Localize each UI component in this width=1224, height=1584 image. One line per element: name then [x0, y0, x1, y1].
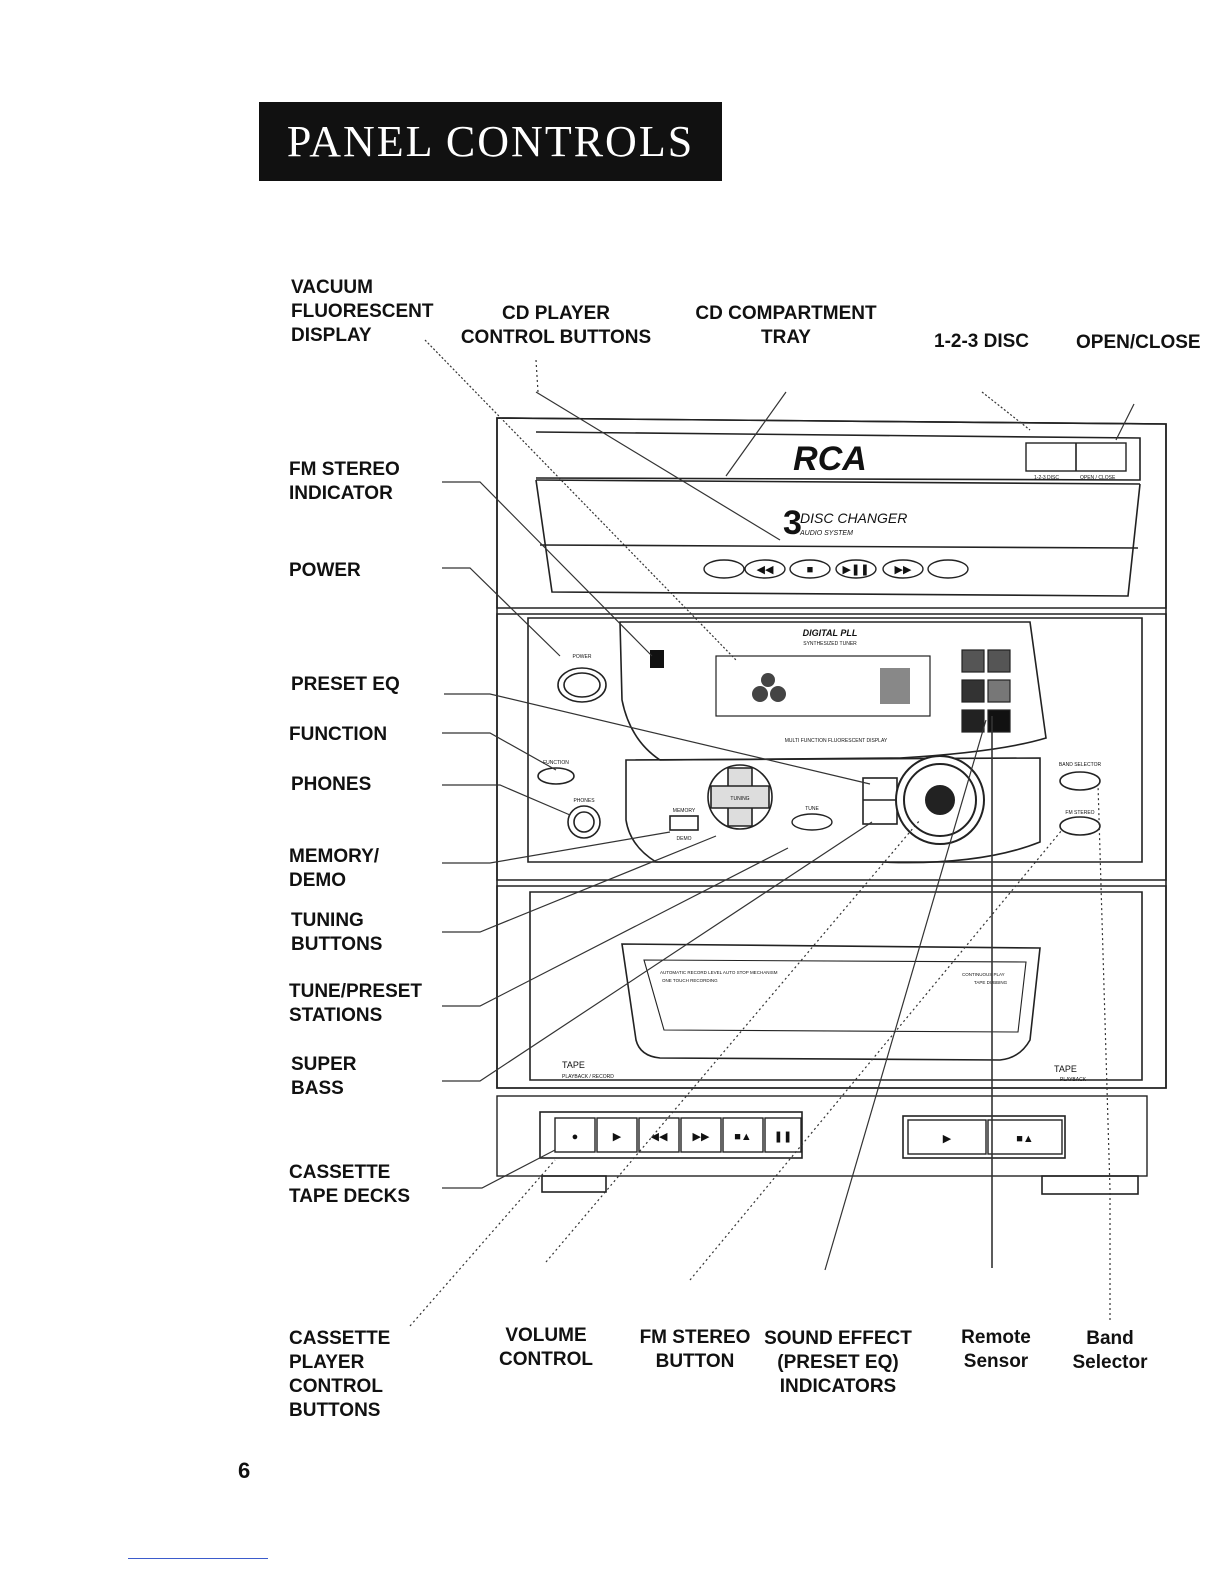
svg-text:▶❚❚: ▶❚❚ — [843, 564, 870, 576]
tape2-sub-text: PLAYBACK — [1060, 1077, 1087, 1083]
tune-preset-button — [791, 813, 833, 831]
power-text: POWER — [573, 654, 592, 660]
svg-text:▶: ▶ — [613, 1131, 622, 1143]
tuning-text: TUNING — [730, 796, 749, 802]
svg-text:■: ■ — [807, 564, 814, 576]
svg-text:■▲: ■▲ — [1016, 1133, 1034, 1145]
footer-rule — [128, 1558, 268, 1559]
label-fm-stereo-indicator: FM STEREO INDICATOR — [289, 459, 400, 504]
deck2-buttons — [907, 1119, 1063, 1155]
band-selector-button — [1059, 771, 1101, 791]
deck-text-2: ONE TOUCH RECORDING — [662, 978, 718, 983]
disc-btn-text: 1-2-3 DISC — [1034, 475, 1059, 481]
band-selector-text: BAND SELECTOR — [1059, 762, 1102, 768]
label-cd-player-controls: CD PLAYER CONTROL BUTTONS — [460, 303, 652, 348]
label-tuning-buttons: TUNING BUTTONS — [291, 910, 383, 955]
function-text: FUNCTION — [543, 760, 569, 766]
tape1-text: TAPE — [562, 1060, 585, 1070]
digital-pll-text: DIGITAL PLL — [803, 628, 858, 638]
svg-text:■▲: ■▲ — [734, 1131, 752, 1143]
label-phones: PHONES — [291, 774, 372, 795]
function-button — [537, 767, 575, 785]
deck-text-4: TAPE DUBBING — [974, 980, 1008, 985]
cd-control-buttons — [703, 559, 969, 579]
page-number: 6 — [238, 1458, 251, 1483]
tape2-text: TAPE — [1054, 1064, 1077, 1074]
audio-system-text: AUDIO SYSTEM — [799, 530, 853, 537]
label-remote-sensor: Remote Sensor — [961, 1327, 1031, 1372]
tuner-section — [496, 613, 1167, 881]
label-volume-control: VOLUME CONTROL — [499, 1325, 593, 1370]
open-close-btn-text: OPEN / CLOSE — [1080, 475, 1116, 481]
svg-text:◀◀: ◀◀ — [651, 1131, 668, 1143]
label-cd-tray: CD COMPARTMENT TRAY — [695, 303, 877, 348]
label-super-bass: SUPER BASS — [291, 1054, 357, 1099]
label-tune-preset: TUNE/PRESET STATIONS — [289, 981, 423, 1026]
svg-text:3: 3 — [783, 504, 802, 542]
volume-knob — [895, 755, 985, 845]
leader-lines — [409, 339, 1135, 1327]
label-power: POWER — [289, 560, 361, 581]
svg-text:❚❚: ❚❚ — [774, 1131, 792, 1143]
label-preset-eq: PRESET EQ — [291, 674, 400, 695]
deck-text-1: AUTOMATIC RECORD LEVEL AUTO STOP MECHANI… — [660, 970, 778, 975]
deck-text-3: CONTINUOUS PLAY — [962, 972, 1005, 977]
multi-display-text: MULTI FUNCTION FLUORESCENT DISPLAY — [785, 738, 888, 744]
phones-text: PHONES — [573, 798, 595, 804]
tuning-buttons — [707, 764, 773, 830]
label-fm-stereo-button: FM STEREO BUTTON — [639, 1327, 751, 1372]
disc-changer-text: DISC CHANGER — [800, 510, 907, 526]
cassette-section — [496, 885, 1167, 1089]
svg-text:▶▶: ▶▶ — [693, 1131, 710, 1143]
svg-text:◀◀: ◀◀ — [757, 564, 774, 576]
memory-text: MEMORY — [673, 808, 696, 814]
fm-stereo-button — [1059, 816, 1101, 836]
label-function: FUNCTION — [289, 724, 388, 745]
fm-stereo-text: FM STEREO — [1065, 810, 1094, 816]
synth-tuner-text: SYNTHESIZED TUNER — [803, 641, 857, 647]
fm-stereo-indicator-lamp — [650, 650, 664, 668]
svg-text:▶▶: ▶▶ — [895, 564, 912, 576]
page-title: PANEL CONTROLS — [286, 117, 695, 166]
demo-text: DEMO — [677, 836, 692, 842]
memory-button — [669, 815, 699, 831]
deck1-buttons — [554, 1117, 802, 1153]
tape1-sub-text: PLAYBACK / RECORD — [562, 1074, 614, 1080]
cd-section — [496, 417, 1167, 609]
svg-text:▶: ▶ — [943, 1133, 952, 1145]
label-disc-123: 1-2-3 DISC — [934, 331, 1030, 352]
label-memory-demo: MEMORY/ DEMO — [289, 846, 380, 891]
brand-logo: RCA — [793, 440, 867, 478]
label-cassette-decks: CASSETTE TAPE DECKS — [289, 1162, 411, 1207]
tune-text: TUNE — [805, 806, 819, 812]
label-cassette-player-controls: CASSETTE PLAYER CONTROL BUTTONS — [289, 1328, 391, 1421]
preset-eq-button — [862, 777, 898, 825]
label-vacuum-display: VACUUM FLUORESCENT DISPLAY — [291, 277, 434, 346]
label-band-selector: Band Selector — [1072, 1328, 1148, 1373]
label-sound-effect: SOUND EFFECT (PRESET EQ) INDICATORS — [764, 1328, 912, 1397]
svg-text:●: ● — [572, 1131, 579, 1143]
label-open-close: OPEN/CLOSE — [1076, 332, 1201, 353]
page-title-bar: PANEL CONTROLS — [259, 102, 722, 181]
